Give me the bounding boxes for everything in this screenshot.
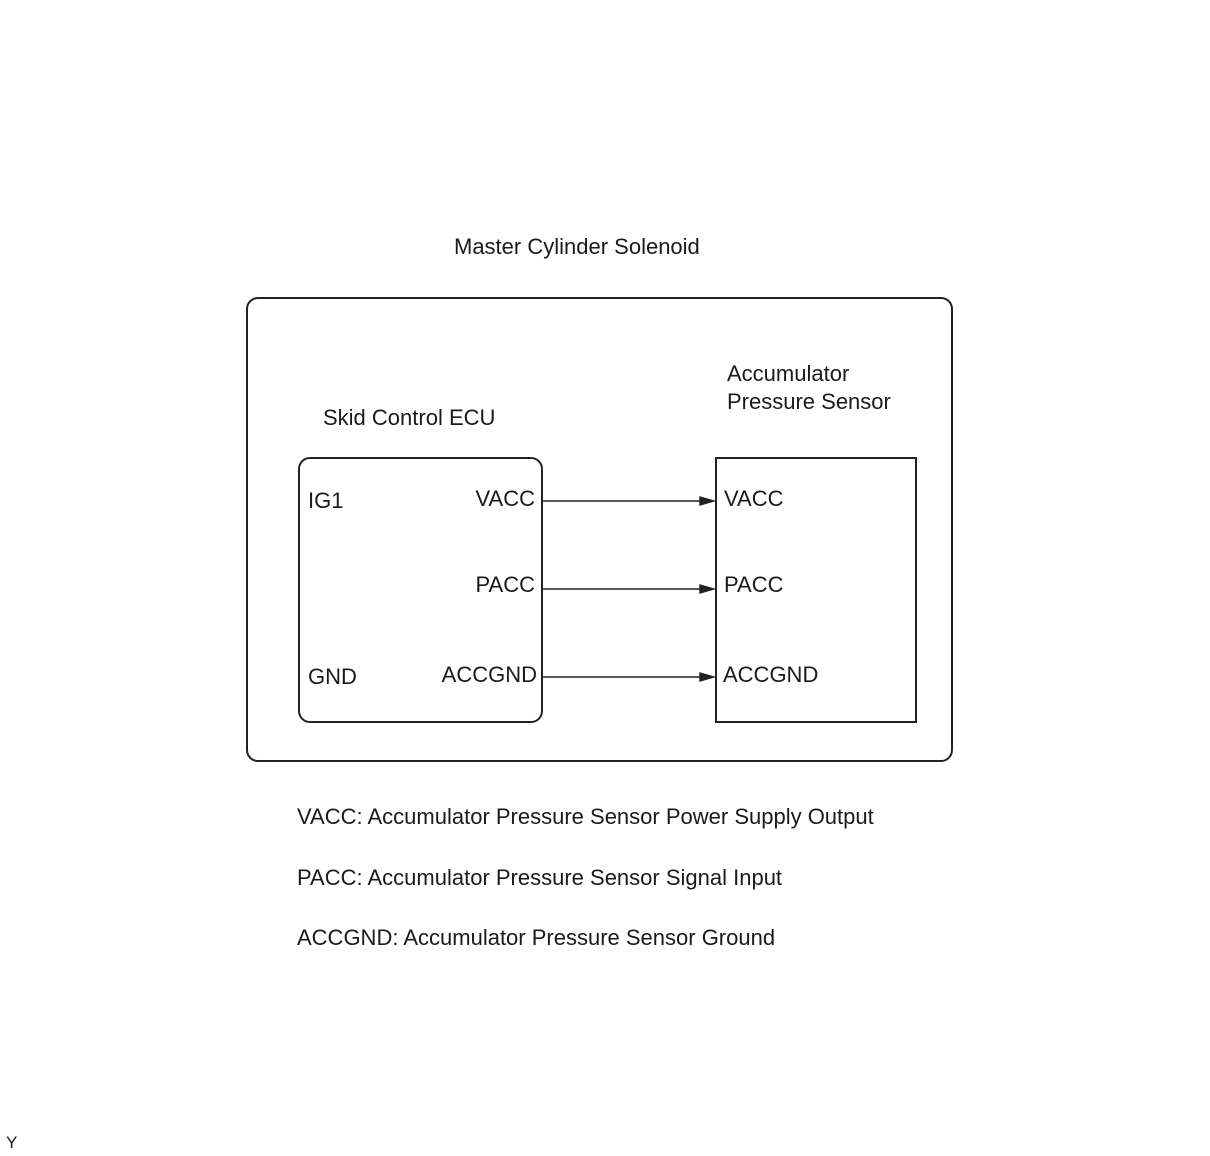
ecu-pin-ig1: IG1	[308, 488, 344, 513]
corner-mark: Y	[6, 1133, 18, 1152]
arrow-head-accgnd	[699, 672, 717, 682]
accumulator-pressure-sensor-box	[715, 457, 917, 723]
legend-vacc: VACC: Accumulator Pressure Sensor Power …	[297, 804, 874, 829]
ecu-pin-vacc: VACC	[475, 486, 536, 511]
legend-accgnd: ACCGND: Accumulator Pressure Sensor Grou…	[297, 925, 776, 950]
skid-control-ecu-box	[298, 457, 543, 723]
sensor-pin-pacc: PACC	[724, 572, 784, 597]
ecu-pin-pacc: PACC	[475, 572, 536, 597]
master-cylinder-solenoid-box	[246, 297, 953, 762]
arrow-head-pacc	[699, 584, 717, 594]
skid-control-ecu-title: Skid Control ECU	[323, 405, 496, 430]
sensor-pin-accgnd: ACCGND	[723, 662, 819, 687]
ecu-pin-gnd: GND	[308, 664, 357, 689]
legend-pacc: PACC: Accumulator Pressure Sensor Signal…	[297, 865, 783, 890]
sensor-pin-vacc: VACC	[724, 486, 784, 511]
master-cylinder-solenoid-title: Master Cylinder Solenoid	[454, 234, 700, 259]
arrow-head-vacc	[699, 496, 717, 506]
ecu-pin-accgnd: ACCGND	[441, 662, 537, 687]
sensor-title-line2: Pressure Sensor	[727, 389, 891, 414]
sensor-title-line1: Accumulator	[727, 361, 850, 386]
